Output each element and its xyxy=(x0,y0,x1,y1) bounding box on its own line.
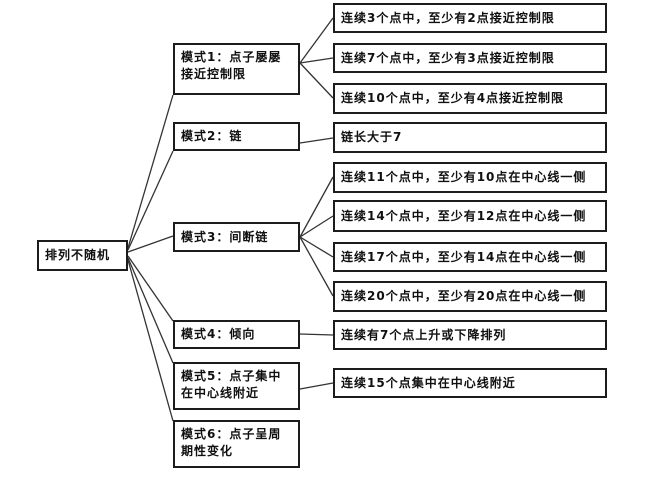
criterion-node-4: 链长大于7 xyxy=(333,122,607,153)
connector-pattern3-criterion6 xyxy=(299,215,334,238)
criterion-node-8: 连续20个点中，至少有20点在中心线一侧 xyxy=(333,281,607,312)
criterion-node-7: 连续17个点中，至少有14点在中心线一侧 xyxy=(333,242,607,272)
criterion-node-2: 连续7个点中，至少有3点接近控制限 xyxy=(333,43,607,73)
connector-pattern3-criterion5 xyxy=(299,176,334,238)
connector-root-pattern3 xyxy=(127,235,174,253)
connector-pattern3-criterion8 xyxy=(299,236,334,297)
connector-root-pattern2 xyxy=(127,150,174,251)
connector-pattern5-criterion10 xyxy=(299,382,334,390)
connector-pattern1-criterion3 xyxy=(299,62,334,99)
connector-pattern4-criterion9 xyxy=(299,333,334,336)
connector-pattern1-criterion1 xyxy=(299,17,334,64)
criterion-node-3: 连续10个点中，至少有4点接近控制限 xyxy=(333,83,607,114)
criterion-node-5: 连续11个点中，至少有10点在中心线一侧 xyxy=(333,162,607,193)
criterion-node-10: 连续15个点集中在中心线附近 xyxy=(333,368,607,398)
criterion-node-9: 连续有7个点上升或下降排列 xyxy=(333,320,607,350)
root-node: 排列不随机 xyxy=(37,240,128,271)
pattern-node-1: 模式1：点子屡屡接近控制限 xyxy=(173,43,300,95)
pattern-node-2: 模式2：链 xyxy=(173,122,300,151)
connector-root-pattern1 xyxy=(127,94,174,249)
connector-root-pattern5 xyxy=(127,257,174,364)
pattern-node-5: 模式5：点子集中在中心线附近 xyxy=(173,362,300,410)
pattern-node-4: 模式4：倾向 xyxy=(173,320,300,349)
connector-root-pattern6 xyxy=(127,259,174,422)
criterion-node-6: 连续14个点中，至少有12点在中心线一侧 xyxy=(333,200,607,232)
pattern-node-6: 模式6：点子呈周期性变化 xyxy=(173,420,300,468)
connector-pattern3-criterion7 xyxy=(299,236,334,258)
connector-root-pattern4 xyxy=(127,255,174,322)
criterion-node-1: 连续3个点中，至少有2点接近控制限 xyxy=(333,3,607,33)
pattern-node-3: 模式3：间断链 xyxy=(173,222,300,252)
connector-pattern2-criterion4 xyxy=(299,137,334,144)
connector-pattern1-criterion2 xyxy=(299,57,334,64)
